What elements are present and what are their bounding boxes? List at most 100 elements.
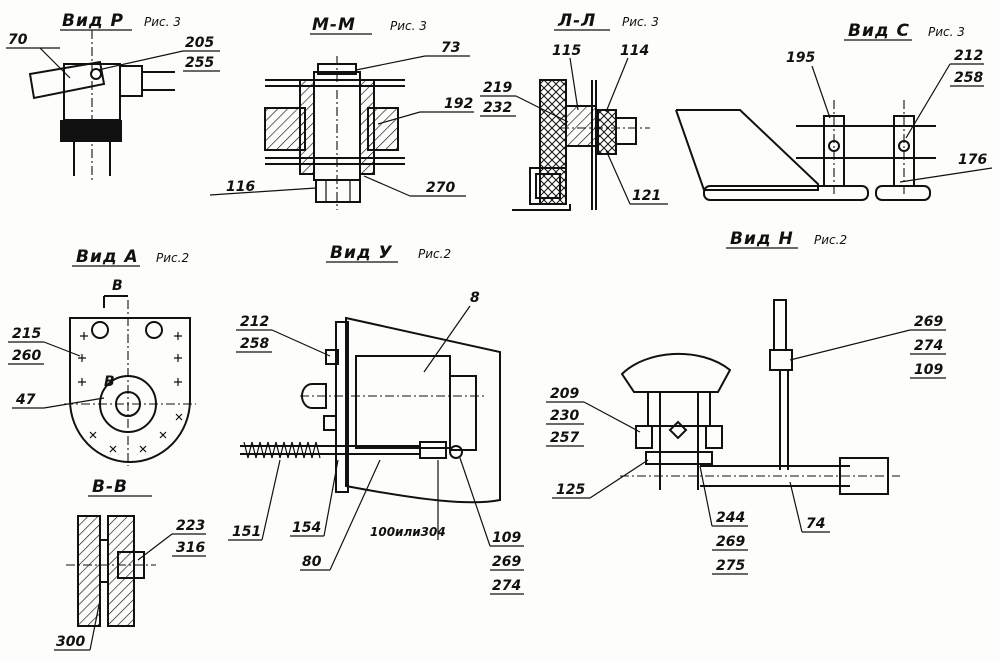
label-176: 176 — [958, 152, 987, 168]
view-vid-n-title: Вид Н — [730, 229, 794, 249]
leader-269b — [789, 329, 911, 361]
leader-209 — [583, 401, 641, 433]
bb-section — [66, 515, 156, 627]
leader-195 — [811, 65, 831, 119]
view-mm: М-М Рис. 3 73 192 116 270 — [209, 15, 474, 210]
label-257: 257 — [550, 430, 579, 446]
label-121: 121 — [632, 188, 661, 204]
label-116: 116 — [226, 179, 255, 195]
label-244: 244 — [716, 510, 745, 526]
view-vid-u-ref: Рис.2 — [418, 247, 451, 261]
label-269a: 269 — [492, 554, 521, 570]
label-274b: 274 — [914, 338, 943, 354]
ll-section — [512, 79, 650, 211]
view-vid-a: Вид А Рис.2 В В 215 260 — [8, 247, 196, 466]
vid-a-part — [64, 300, 196, 466]
leader-270 — [363, 175, 411, 197]
label-70: 70 — [8, 32, 28, 48]
view-ll-ref: Рис. 3 — [622, 15, 659, 29]
view-vid-u-title: Вид У — [330, 243, 393, 263]
leader-212a — [905, 63, 951, 139]
label-73: 73 — [441, 40, 460, 56]
label-316: 316 — [176, 540, 205, 556]
leader-80 — [329, 459, 381, 571]
label-209: 209 — [550, 386, 579, 402]
leader-176 — [899, 167, 993, 183]
leader-114 — [605, 57, 629, 113]
label-74: 74 — [806, 516, 825, 532]
label-8: 8 — [470, 290, 480, 306]
label-114: 114 — [620, 43, 649, 59]
label-223: 223 — [176, 518, 205, 534]
label-274a: 274 — [492, 578, 521, 594]
label-270: 270 — [426, 180, 455, 196]
view-mm-ref: Рис. 3 — [390, 19, 427, 33]
section-arrow-b — [103, 295, 128, 308]
label-300: 300 — [56, 634, 85, 650]
leader-244 — [699, 465, 713, 527]
leader-47 — [43, 397, 105, 409]
leader-215 — [43, 341, 81, 357]
view-vid-p-ref: Рис. 3 — [144, 15, 181, 29]
view-bb-title: В-В — [92, 477, 128, 497]
leader-8 — [423, 305, 471, 373]
label-230: 230 — [550, 408, 579, 424]
mm-section — [264, 56, 405, 210]
label-125: 125 — [556, 482, 585, 498]
leader-125 — [589, 459, 649, 499]
view-vid-n: Вид Н Рис.2 269 274 109 209 — [546, 229, 946, 575]
leader-192 — [377, 111, 421, 125]
vid-p-part — [28, 30, 175, 180]
label-154: 154 — [292, 520, 321, 536]
label-205: 205 — [185, 35, 214, 51]
label-195: 195 — [786, 50, 815, 66]
label-151: 151 — [232, 524, 261, 540]
label-258a: 258 — [954, 70, 983, 86]
leader-219 — [515, 95, 569, 123]
label-115: 115 — [552, 43, 581, 59]
view-ll: Л-Л Рис. 3 115 114 219 232 121 — [480, 11, 668, 211]
leader-151 — [261, 459, 281, 541]
leader-109a — [459, 457, 491, 547]
leader-212b — [271, 329, 331, 357]
view-vid-p-title: Вид Р — [62, 11, 124, 31]
label-192: 192 — [444, 96, 473, 112]
leader-74 — [789, 481, 803, 533]
label-219: 219 — [483, 80, 512, 96]
label-258b: 258 — [240, 336, 269, 352]
label-109a: 109 — [492, 530, 521, 546]
leader-154 — [323, 459, 339, 537]
leader-223 — [137, 533, 173, 561]
label-269b: 269 — [914, 314, 943, 330]
view-bb: В-В 223 316 300 — [54, 477, 206, 651]
section-mark-b-top: В — [112, 278, 123, 294]
view-vid-u: Вид У Рис.2 212 258 8 151 154 — [228, 243, 524, 595]
label-269c: 269 — [716, 534, 745, 550]
view-vid-s: Вид С Рис. 3 195 212 258 176 — [675, 21, 993, 201]
view-vid-p: Вид Р Рис. 3 70 205 255 — [6, 11, 220, 180]
leader-116 — [209, 187, 317, 196]
label-232: 232 — [483, 100, 512, 116]
label-255: 255 — [185, 55, 214, 71]
label-215: 215 — [12, 326, 41, 342]
label-260: 260 — [12, 348, 41, 364]
leader-70 — [39, 47, 71, 79]
label-109b: 109 — [914, 362, 943, 378]
vid-n-part — [620, 299, 900, 495]
view-ll-title: Л-Л — [557, 11, 596, 31]
leader-115 — [569, 57, 579, 111]
view-vid-a-ref: Рис.2 — [156, 251, 189, 265]
leader-300 — [89, 599, 101, 651]
label-212b: 212 — [240, 314, 269, 330]
label-275: 275 — [716, 558, 745, 574]
leader-121 — [605, 149, 631, 205]
view-vid-a-title: Вид А — [76, 247, 139, 267]
view-vid-s-title: Вид С — [848, 21, 910, 41]
view-mm-title: М-М — [312, 15, 356, 35]
leader-205 — [97, 50, 184, 71]
label-100-or-304: 100или304 — [370, 525, 446, 539]
label-212a: 212 — [954, 48, 983, 64]
vid-u-part — [240, 316, 501, 504]
